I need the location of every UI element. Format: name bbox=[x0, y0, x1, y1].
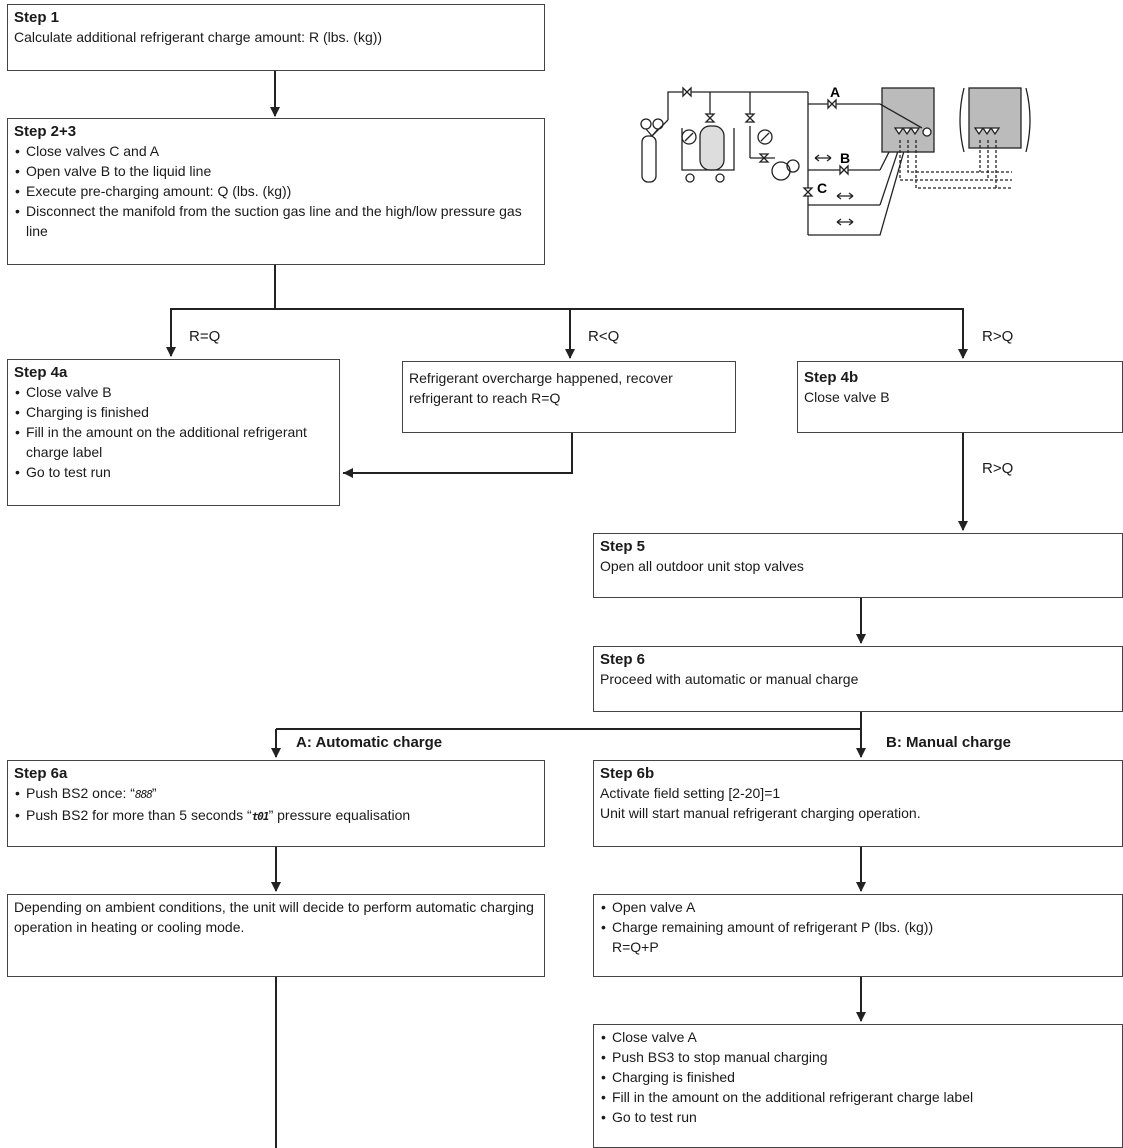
branch-label-gt-2: R>Q bbox=[982, 460, 1014, 477]
step4a-list: Close valve B Charging is finished Fill … bbox=[14, 382, 333, 482]
list-item: Fill in the amount on the additional ref… bbox=[600, 1087, 1116, 1107]
list-item: Disconnect the manifold from the suction… bbox=[14, 201, 538, 241]
step6a-list: Push BS2 once: “888” Push BS2 for more t… bbox=[14, 783, 538, 827]
tank-icon bbox=[699, 125, 725, 171]
manual-charge-label: B: Manual charge bbox=[886, 734, 1012, 751]
open-valve-a-box: Open valve A Charge remaining amount of … bbox=[593, 894, 1123, 977]
list-item: Go to test run bbox=[600, 1107, 1116, 1127]
step6-box: Step 6 Proceed with automatic or manual … bbox=[593, 646, 1123, 712]
step6-title: Step 6 bbox=[600, 651, 646, 668]
step6a-box: Step 6a Push BS2 once: “888” Push BS2 fo… bbox=[7, 760, 545, 847]
list-item: Charging is finished bbox=[14, 402, 333, 422]
list-item: Charge remaining amount of refrigerant P… bbox=[600, 917, 1116, 937]
step6b-text-2: Unit will start manual refrigerant charg… bbox=[600, 805, 921, 821]
display-readout: 888 bbox=[134, 788, 153, 801]
auto-operation-box: Depending on ambient conditions, the uni… bbox=[7, 894, 545, 977]
step1-title: Step 1 bbox=[14, 9, 60, 26]
step6b-title: Step 6b bbox=[600, 765, 655, 782]
list-item: Open valve A bbox=[600, 897, 1116, 917]
step6a-title: Step 6a bbox=[14, 765, 68, 782]
list-item: Charging is finished bbox=[600, 1067, 1116, 1087]
gauge-icon bbox=[640, 118, 652, 130]
step4b-title: Step 4b bbox=[804, 369, 859, 386]
step4a-title: Step 4a bbox=[14, 364, 68, 381]
step5-text: Open all outdoor unit stop valves bbox=[600, 558, 804, 574]
bullet-suffix: ” bbox=[151, 785, 157, 801]
display-readout: t01 bbox=[251, 810, 270, 823]
cylinder-icon bbox=[641, 135, 657, 183]
step1-box: Step 1 Calculate additional refrigerant … bbox=[7, 4, 545, 71]
schematic-label-a: A bbox=[830, 84, 840, 100]
refrigerant-schematic bbox=[640, 86, 1031, 236]
bullet-suffix: ” pressure equalisation bbox=[268, 807, 411, 823]
schematic-label-c: C bbox=[817, 180, 827, 196]
step4b-box: Step 4b Close valve B bbox=[797, 361, 1123, 433]
second-outdoor-unit-icon bbox=[968, 87, 1022, 149]
formula-text: R=Q+P bbox=[612, 939, 659, 955]
list-item: Go to test run bbox=[14, 462, 333, 482]
step6b-text-1: Activate field setting [2-20]=1 bbox=[600, 785, 781, 801]
list-item: Open valve B to the liquid line bbox=[14, 161, 538, 181]
overcharge-text: Refrigerant overcharge happened, recover… bbox=[409, 370, 673, 406]
line-overcharge-to-step4a bbox=[343, 433, 573, 474]
list-item: Push BS3 to stop manual charging bbox=[600, 1047, 1116, 1067]
schematic-label-b: B bbox=[840, 150, 850, 166]
close-valve-a-box: Close valve A Push BS3 to stop manual ch… bbox=[593, 1024, 1123, 1148]
bullet-prefix: Push BS2 once: “ bbox=[26, 785, 135, 801]
step4a-box: Step 4a Close valve B Charging is finish… bbox=[7, 359, 340, 506]
list-item: Close valves C and A bbox=[14, 141, 538, 161]
list-item: Fill in the amount on the additional ref… bbox=[14, 422, 333, 462]
step4b-text: Close valve B bbox=[804, 389, 890, 405]
list-item: Push BS2 once: “888” bbox=[14, 783, 538, 805]
bullet-prefix: Push BS2 for more than 5 seconds “ bbox=[26, 807, 252, 823]
step6b-box: Step 6b Activate field setting [2-20]=1 … bbox=[593, 760, 1123, 847]
list-item: Close valve A bbox=[600, 1027, 1116, 1047]
automatic-charge-label: A: Automatic charge bbox=[296, 734, 443, 751]
list-item: Close valve B bbox=[14, 382, 333, 402]
branch-label-gt: R>Q bbox=[982, 328, 1014, 345]
overcharge-box: Refrigerant overcharge happened, recover… bbox=[402, 361, 736, 433]
step5-title: Step 5 bbox=[600, 538, 646, 555]
step23-title: Step 2+3 bbox=[14, 123, 77, 140]
list-item: Push BS2 for more than 5 seconds “t01” p… bbox=[14, 805, 538, 827]
step5-box: Step 5 Open all outdoor unit stop valves bbox=[593, 533, 1123, 598]
close-valve-a-list: Close valve A Push BS3 to stop manual ch… bbox=[600, 1027, 1116, 1127]
step23-list: Close valves C and A Open valve B to the… bbox=[14, 141, 538, 241]
step1-text: Calculate additional refrigerant charge … bbox=[14, 29, 383, 45]
open-valve-a-list: Open valve A Charge remaining amount of … bbox=[600, 897, 1116, 937]
step6-text: Proceed with automatic or manual charge bbox=[600, 671, 859, 687]
auto-operation-text: Depending on ambient conditions, the uni… bbox=[14, 899, 534, 935]
branch-label-eq: R=Q bbox=[189, 328, 221, 345]
list-item: Execute pre-charging amount: Q (lbs. (kg… bbox=[14, 181, 538, 201]
step23-box: Step 2+3 Close valves C and A Open valve… bbox=[7, 118, 545, 265]
branch-label-lt: R<Q bbox=[588, 328, 620, 345]
